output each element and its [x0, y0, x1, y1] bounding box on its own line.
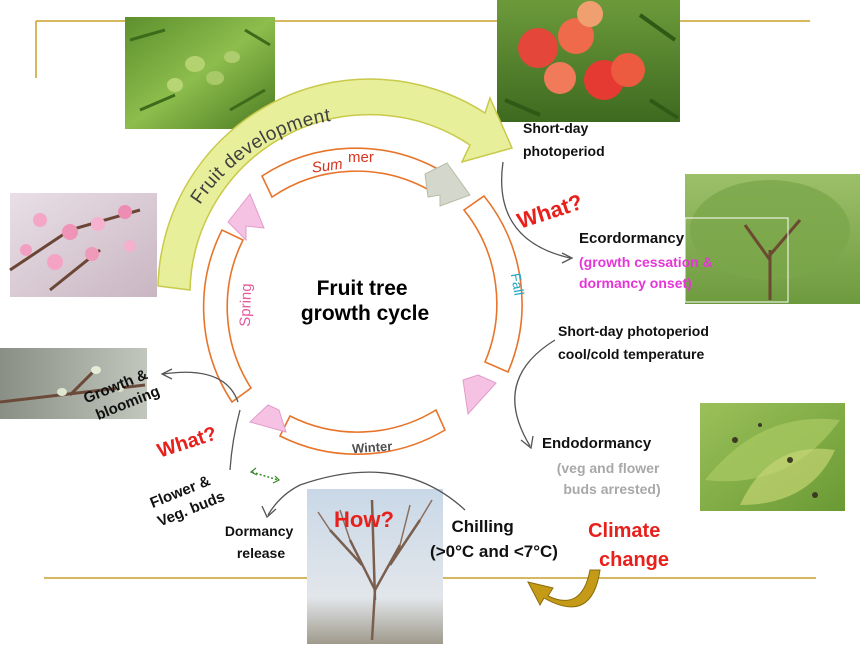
- spring-label: Spring: [237, 283, 256, 327]
- dormancy-release-label: Dormancy release: [225, 523, 297, 561]
- fruit-development-arrow: [157, 78, 514, 291]
- summer-label-part1: Sum: [311, 156, 344, 177]
- spring-to-summer-arrow: [227, 193, 265, 242]
- short-day-label: Short-day photoperiod: [523, 120, 605, 159]
- endodormancy-detail: (veg and flower buds arrested): [557, 460, 664, 497]
- photo-buds: [0, 348, 147, 419]
- flower-veg-buds-label: Flower & Veg. buds: [148, 470, 228, 531]
- endodormancy-title: Endodormancy: [542, 435, 652, 452]
- buds-release-dotted-link: [251, 471, 279, 481]
- ecodormancy-title: Ecordormancy: [579, 230, 685, 247]
- what-top-label: What?: [514, 189, 586, 234]
- chilling-label: Chilling (>0°C and <7°C): [430, 517, 558, 561]
- fall-label: Fall: [508, 272, 528, 297]
- photo-bare-tree: [307, 489, 443, 644]
- season-ring: [202, 147, 523, 455]
- to-growth-arrow: [162, 371, 239, 403]
- climate-change-arrow: [527, 569, 601, 608]
- spring-segment: [202, 228, 253, 404]
- how-label: How?: [334, 507, 394, 532]
- ecodormancy-detail: (growth cessation & dormancy onset): [579, 254, 717, 291]
- center-title: Fruit tree growth cycle: [301, 277, 429, 325]
- winter-segment: [278, 408, 447, 455]
- summer-to-fall-arrow: [424, 162, 471, 207]
- what-left-label: What?: [155, 423, 220, 463]
- fall-segment: [462, 194, 523, 374]
- short-day-cool-label: Short-day photoperiod cool/cold temperat…: [558, 323, 713, 362]
- photo-blossoms: [9, 193, 157, 297]
- photo-spotted-leaves: [700, 403, 845, 511]
- to-endodormancy-arrow: [514, 339, 556, 447]
- photo-young-fruit: [125, 17, 275, 129]
- summer-label-part2: mer: [348, 149, 374, 166]
- short-day-to-ecodormancy-arrow: [501, 161, 571, 259]
- photo-tree-canopy: [684, 174, 860, 304]
- photo-ripe-peaches: [497, 0, 680, 122]
- winter-label: Winter: [351, 438, 392, 456]
- winter-to-spring-arrow: [249, 404, 287, 433]
- climate-change-label: Climate change: [588, 520, 669, 571]
- fall-to-winter-arrow: [462, 374, 497, 416]
- chilling-to-release-arrow: [267, 471, 466, 516]
